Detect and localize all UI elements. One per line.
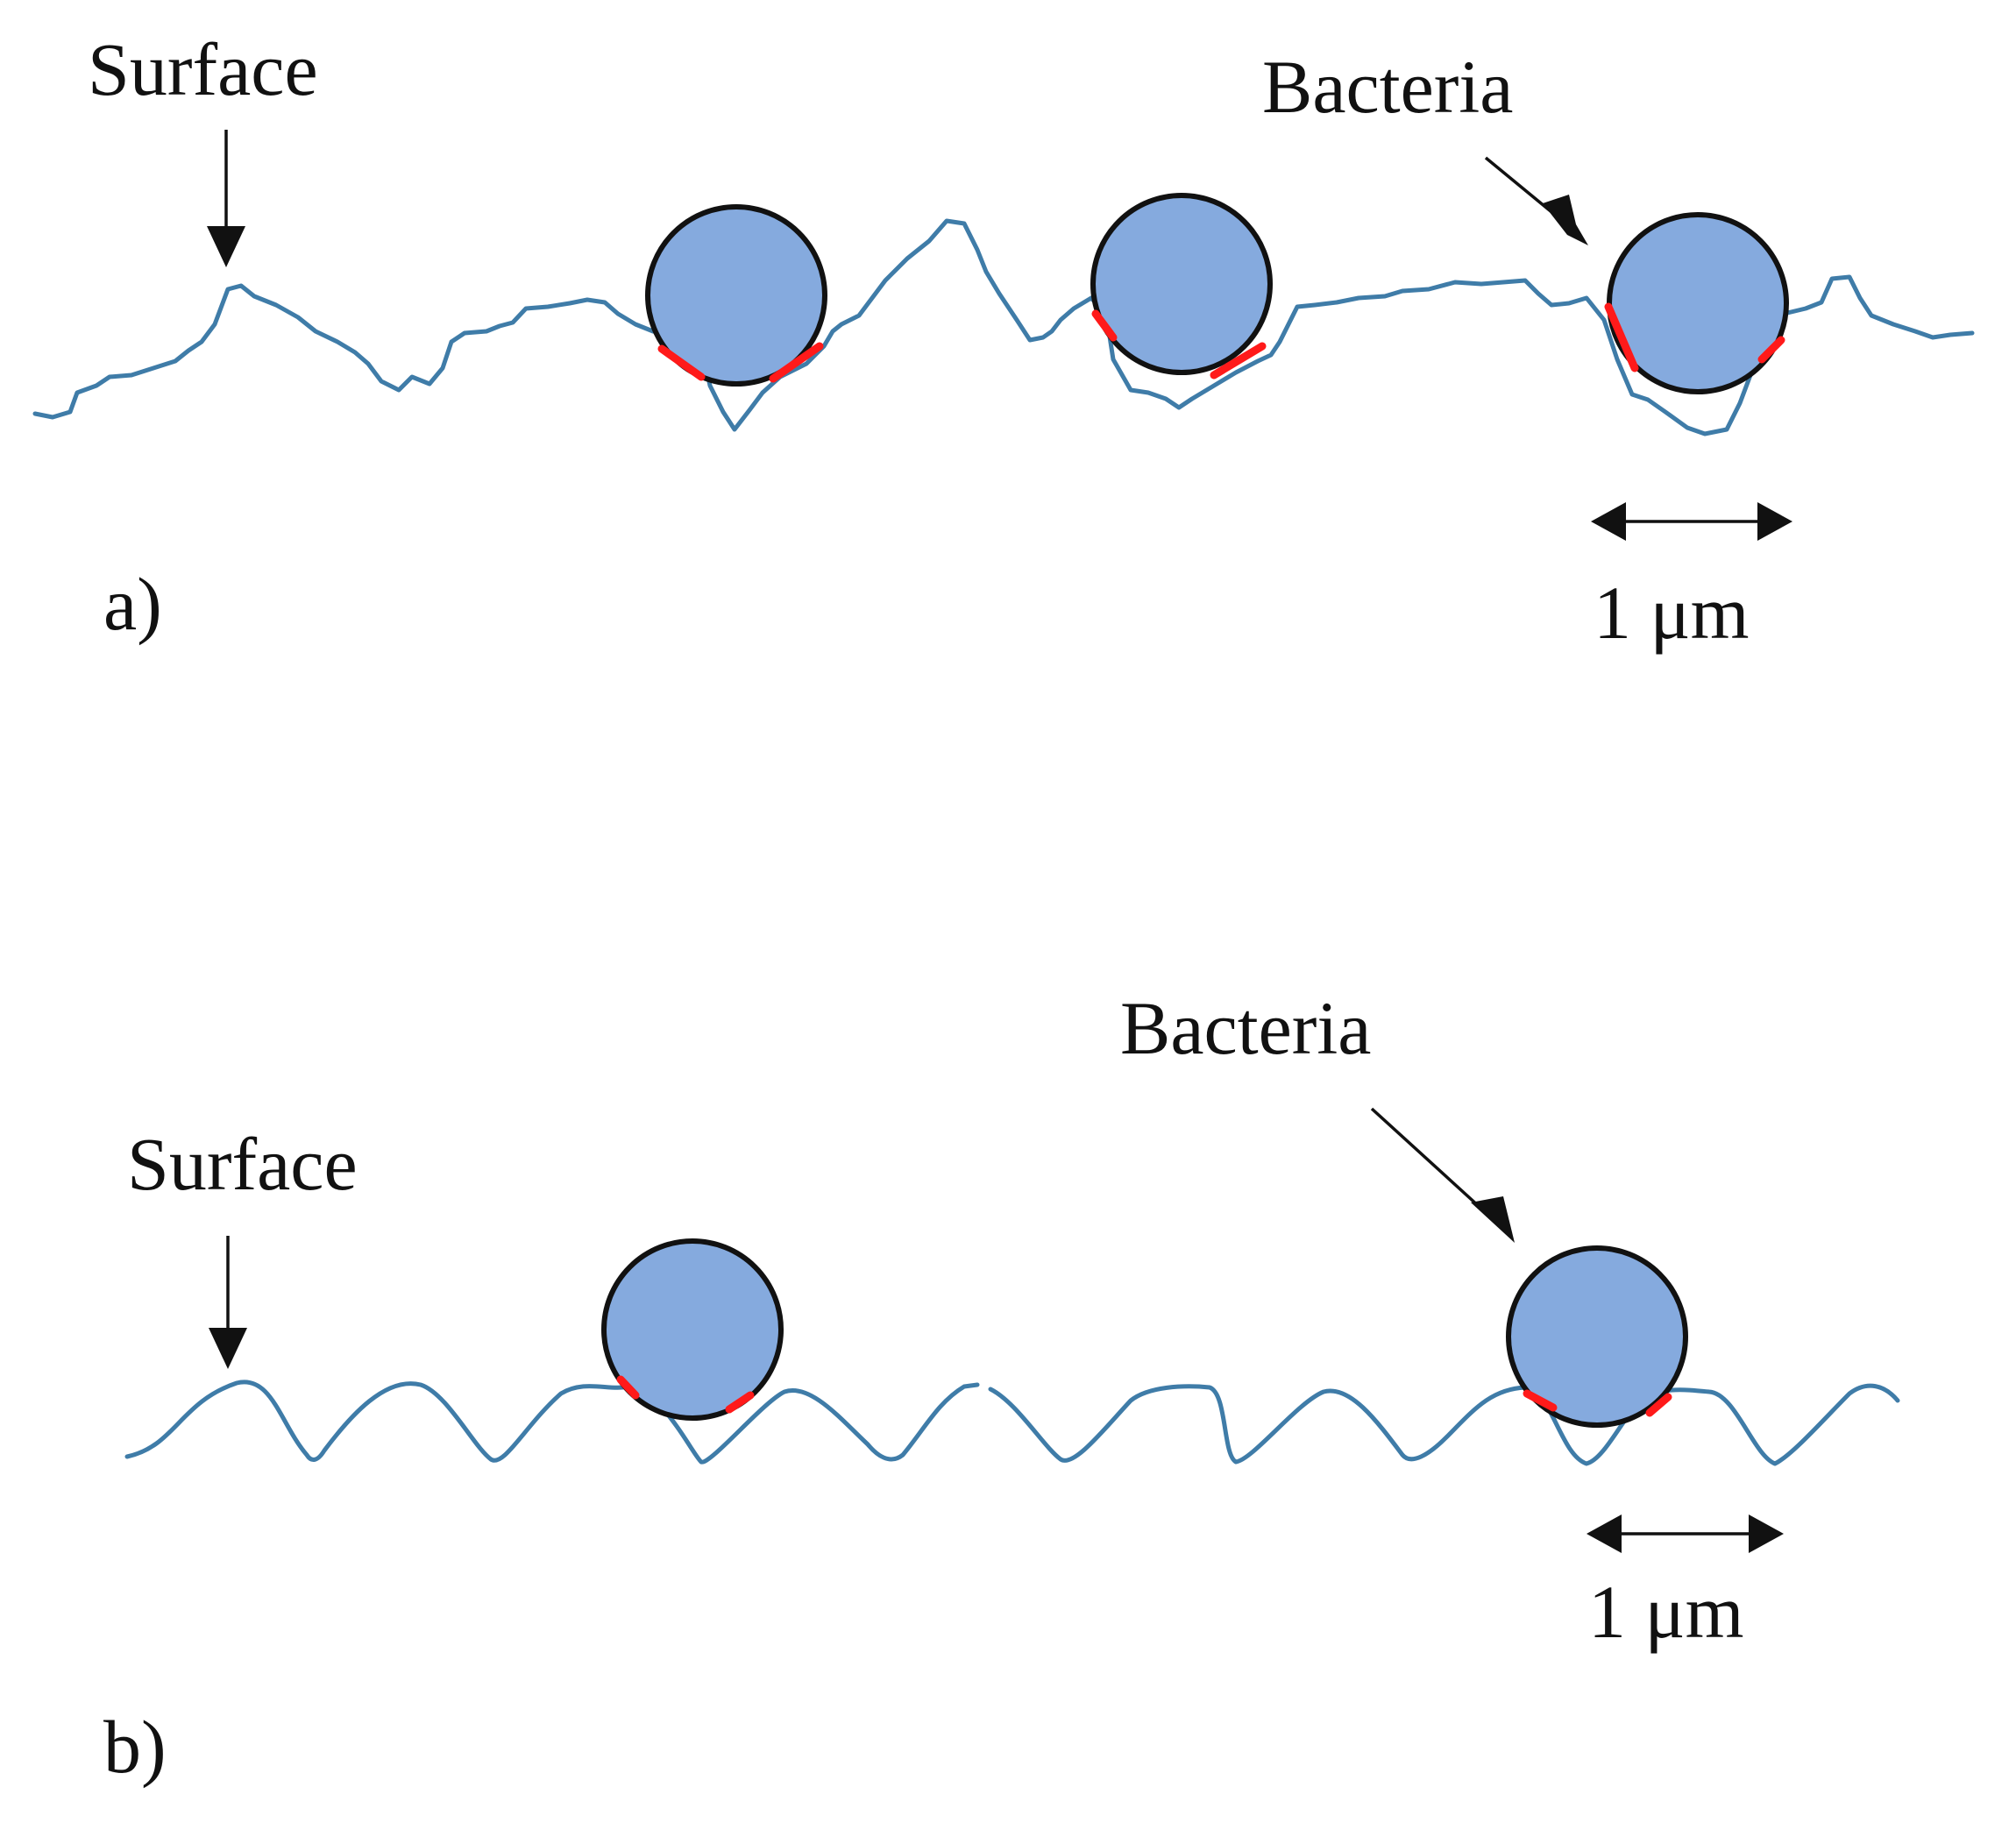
scale-bar-a-right-head [1757, 502, 1792, 541]
scale-bar-a-left-head [1591, 502, 1626, 541]
bacteria-arrow-b-head [1471, 1196, 1515, 1243]
panel-label-b: b) [103, 1705, 167, 1789]
rough-surface-line-a [32, 218, 1975, 436]
scale-label-a: 1 μm [1594, 571, 1750, 655]
bacterium-cell [1090, 193, 1273, 375]
bacterium-cell [601, 1238, 784, 1421]
surface-label-b: Surface [127, 1122, 358, 1206]
contact-zone [1210, 342, 1267, 379]
scale-bar-b-left-head [1587, 1514, 1622, 1553]
bacterium-cell [1506, 1245, 1688, 1428]
periodic-surface-line-b [124, 1380, 1900, 1466]
contact-zone [657, 344, 706, 381]
bacterium-cell [645, 204, 827, 387]
contact-zone [1604, 302, 1639, 372]
contact-zone [1645, 1393, 1672, 1417]
surface-label-a: Surface [88, 27, 318, 111]
contact-zone [1091, 309, 1118, 342]
scale-bar-b-right-head [1749, 1514, 1784, 1553]
panel-b: Bacteria Surface 1 μm b) [103, 986, 1900, 1789]
contact-zone [725, 1391, 755, 1414]
surface-arrow-b-head [209, 1328, 247, 1369]
scale-label-b: 1 μm [1588, 1570, 1744, 1654]
contact-zone [616, 1375, 640, 1400]
panel-label-a: a) [103, 562, 162, 646]
contact-zone [1523, 1389, 1558, 1412]
bacteria-label-a: Bacteria [1262, 45, 1513, 129]
bacteria-arrow-a-head [1543, 195, 1588, 245]
contact-zone [769, 342, 824, 383]
bacteria-label-b: Bacteria [1120, 986, 1371, 1070]
contact-zone [1757, 336, 1785, 364]
panel-a: Surface Bacteria 1 μm a) [32, 27, 1975, 655]
bacteria-arrow-b-shaft [1370, 1107, 1492, 1218]
surface-arrow-a-head [207, 226, 245, 267]
